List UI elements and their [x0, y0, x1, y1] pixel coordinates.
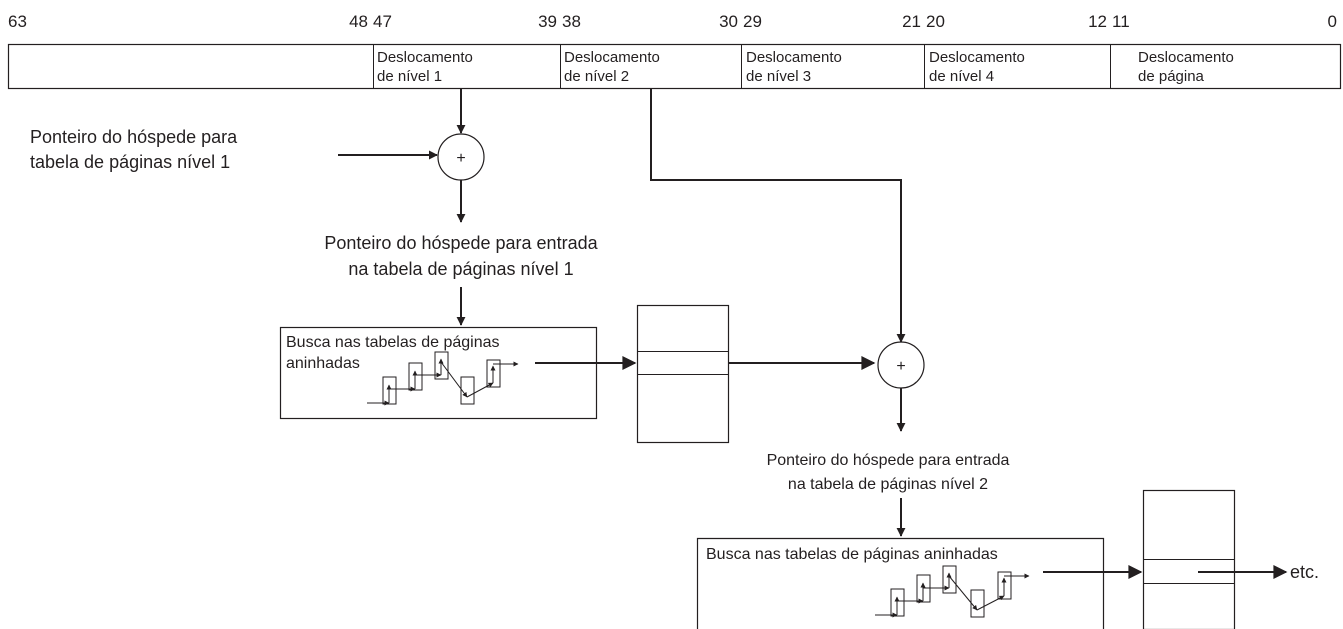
field-level1-line1: Deslocamento [377, 49, 473, 66]
nested-walk-box-1-line1: Busca nas tabelas de páginas [286, 334, 499, 351]
walk-step-arrow [948, 575, 978, 611]
guest-l1-entry-label-line1: Ponteiro do hóspede para entrada [324, 233, 598, 253]
bit-48-label: 48 [349, 12, 368, 31]
bit-38-label: 38 [562, 12, 581, 31]
bit-11-label: 11 [1112, 12, 1130, 31]
field-level2-line1: Deslocamento [564, 49, 660, 66]
level2-adder-plus: + [896, 358, 905, 375]
field-level3-line2: de nível 3 [746, 68, 811, 85]
field-level3-offset: Deslocamento de nível 3 [746, 49, 842, 85]
level2-adder-group: + Ponteiro do hóspede para entrada na ta… [767, 341, 1010, 537]
walk-step-arrow [466, 382, 494, 398]
walk-step-box [382, 376, 397, 405]
level1-adder-group: Ponteiro do hóspede para tabela de págin… [30, 89, 599, 326]
guest-l2-entry-label-line2: na tabela de páginas nível 2 [788, 476, 988, 493]
guest-l1-table-label-line2: tabela de páginas nível 1 [30, 152, 230, 172]
walk-step-arrow [440, 361, 468, 398]
bit-30-label: 30 [719, 12, 738, 31]
walk-step-box [434, 351, 449, 380]
field-level1-offset: Deslocamento de nível 1 [377, 49, 473, 85]
field-level4-line2: de nível 4 [929, 68, 994, 85]
field-page-offset: Deslocamento de página [1138, 49, 1234, 85]
field-level4-offset: Deslocamento de nível 4 [929, 49, 1025, 85]
field-level3-line1: Deslocamento [746, 49, 842, 66]
guest-l1-table-label-line1: Ponteiro do hóspede para [30, 127, 238, 147]
bit-29-label: 29 [743, 12, 762, 31]
field-level2-offset: Deslocamento de nível 2 [564, 49, 660, 85]
guest-l2-entry-label-line1: Ponteiro do hóspede para entrada [767, 452, 1010, 469]
bit-0-label: 0 [1328, 12, 1337, 31]
level1-adder-plus: + [456, 150, 465, 167]
walk-step-box [942, 565, 957, 594]
nested-walk-box-1: Busca nas tabelas de páginas aninhadas [279, 326, 598, 420]
walk-step-box [460, 376, 475, 405]
nested-walk-box-1-outline [279, 326, 598, 420]
bit-21-label: 21 [902, 12, 921, 31]
guest-page-table-1 [636, 304, 730, 444]
field-level2-line2: de nível 2 [564, 68, 629, 85]
walk-step-box [997, 571, 1012, 600]
walk-step-box [486, 359, 501, 388]
bit-labels: 63 48 47 39 38 30 29 21 20 12 11 0 [8, 12, 1337, 31]
walk-step-box [970, 589, 985, 618]
walk-step-box [890, 588, 905, 617]
walk-step-box [408, 362, 423, 391]
etc-label: etc. [1290, 562, 1319, 582]
bit-63-label: 63 [8, 12, 27, 31]
bit-20-label: 20 [926, 12, 945, 31]
field-level4-line1: Deslocamento [929, 49, 1025, 66]
nested-walk-box-2: Busca nas tabelas de páginas aninhadas [696, 537, 1105, 629]
walk-step-arrow [976, 595, 1005, 611]
guest-page-table-2 [1142, 489, 1236, 629]
address-register-outline [7, 43, 1342, 90]
arrow-level2-offset-to-adder2 [650, 89, 906, 343]
address-register: Deslocamento de nível 1 Deslocamento de … [7, 43, 1342, 90]
nested-walk-glyph [875, 565, 1030, 618]
bit-12-label: 12 [1088, 12, 1107, 31]
nested-walk-glyph [367, 351, 519, 406]
guest-l1-entry-label-line2: na tabela de páginas nível 1 [348, 259, 573, 279]
bit-39-label: 39 [538, 12, 557, 31]
field-page-line2: de página [1138, 68, 1205, 85]
nested-walk-box-2-outline [696, 537, 1105, 629]
bit-47-label: 47 [373, 12, 392, 31]
field-page-line1: Deslocamento [1138, 49, 1234, 66]
field-level1-line2: de nível 1 [377, 68, 442, 85]
nested-walk-box-2-line1: Busca nas tabelas de páginas aninhadas [706, 546, 998, 563]
nested-walk-box-1-line2: aninhadas [286, 355, 360, 372]
